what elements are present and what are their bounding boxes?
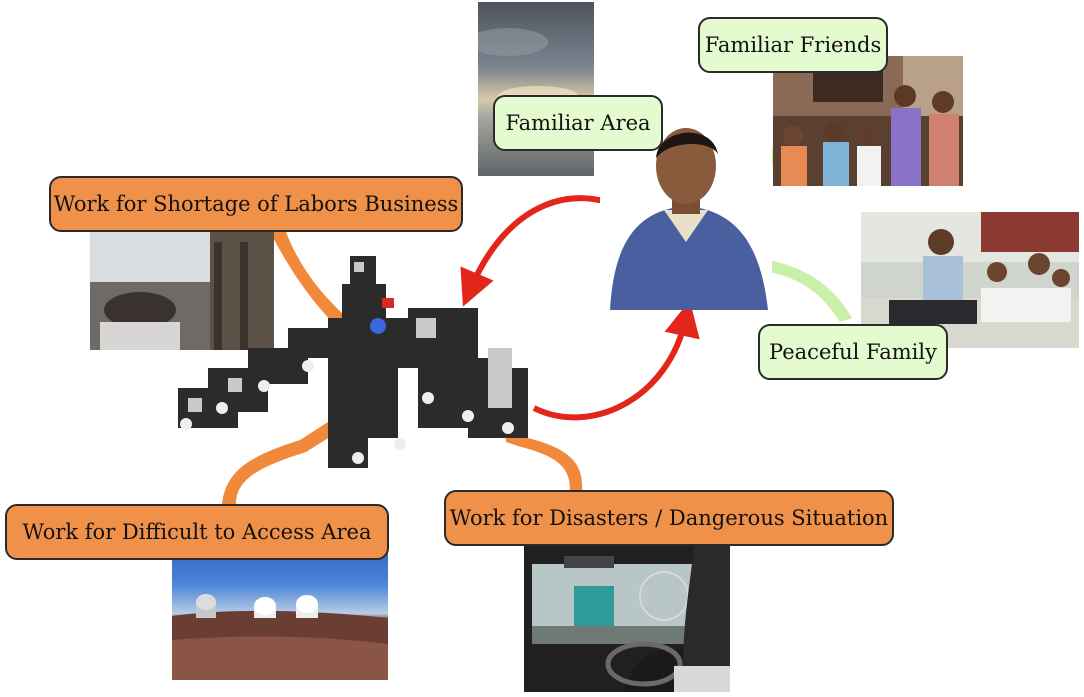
cycle-arrow-to-person [532,300,700,421]
label-familiar-area: Familiar Area [493,95,663,151]
labor-interior-photo [90,232,274,350]
label-peaceful-family: Peaceful Family [758,324,948,380]
label-familiar-friends: Familiar Friends [698,17,888,73]
familiar-friends-photo [773,56,963,186]
connector-shortage [270,232,352,330]
robot-image [178,256,528,468]
person-photo [600,118,772,310]
label-disasters: Work for Disasters / Dangerous Situation [444,490,894,546]
peaceful-family-photo [861,212,1079,348]
connector-disasters [505,430,583,490]
connector-peaceful-family [760,258,852,322]
vehicle-interior-photo [524,546,730,692]
label-shortage-of-labors: Work for Shortage of Labors Business [49,176,463,232]
label-difficult-access: Work for Difficult to Access Area [5,504,389,560]
